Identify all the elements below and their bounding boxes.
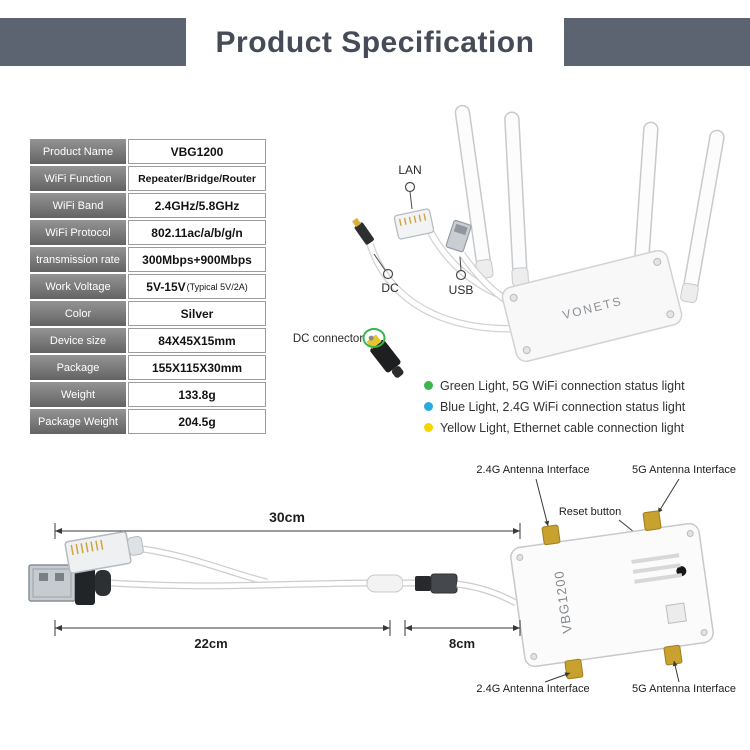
yellow-dot-icon: [424, 423, 433, 432]
usb-pointer-line: [459, 256, 462, 271]
spec-label: WiFi Protocol: [30, 220, 126, 245]
total-dim-value: 30cm: [269, 509, 305, 525]
lan-label: LAN: [398, 163, 421, 177]
spec-value: 133.8g: [128, 382, 266, 407]
spec-value: 300Mbps+900Mbps: [128, 247, 266, 272]
sma-connector-icon: [642, 510, 662, 531]
spec-label: transmission rate: [30, 247, 126, 272]
sma-connector-icon: [541, 524, 561, 546]
rj45-connector-icon: [393, 208, 435, 240]
spec-value: Repeater/Bridge/Router: [128, 166, 266, 191]
lan-pointer-ring: [404, 181, 416, 193]
sma-connector-icon: [663, 644, 683, 666]
device-power-cable: [456, 580, 518, 607]
dc-connector-highlight-ring: [362, 328, 386, 348]
dc-jack-icon: [430, 573, 458, 594]
legend-text: Green Light, 5G WiFi connection status l…: [440, 378, 685, 393]
spec-label: Product Name: [30, 139, 126, 164]
device-body: VBG1200: [510, 510, 714, 680]
status-light-legend: Green Light, 5G WiFi connection status l…: [424, 375, 685, 438]
spec-value: Silver: [128, 301, 266, 326]
spec-value: VBG1200: [128, 139, 266, 164]
green-dot-icon: [424, 381, 433, 390]
antenna-icon: [680, 129, 725, 304]
top-5g-pointer-line: [657, 478, 680, 514]
spec-label: Weight: [30, 382, 126, 407]
usb-label: USB: [449, 283, 474, 297]
dc-plug-icon: [352, 217, 374, 245]
bottom-24g-pointer-line: [544, 672, 571, 683]
header-bar-left: [0, 18, 186, 66]
top-24g-pointer-line: [535, 478, 550, 527]
legend-item: Yellow Light, Ethernet cable connection …: [424, 417, 685, 438]
page-title: Product Specification: [215, 26, 535, 59]
spec-label: Work Voltage: [30, 274, 126, 299]
legend-text: Blue Light, 2.4G WiFi connection status …: [440, 399, 686, 414]
antenna-icon: [454, 104, 494, 279]
dc-plug-icon: [415, 576, 431, 591]
spec-value: 84X45X15mm: [128, 328, 266, 353]
rj45-connector-icon: [64, 531, 144, 574]
usb-plug-icon: [445, 219, 472, 253]
top-24g-antenna-interface-label: 2.4G Antenna Interface: [476, 464, 589, 476]
spec-label: Package: [30, 355, 126, 380]
adapter-dim-value: 8cm: [449, 636, 475, 651]
spec-value: 802.11ac/a/b/g/n: [128, 220, 266, 245]
spec-value-main: 5V-15V: [146, 279, 186, 294]
spec-label: Color: [30, 301, 126, 326]
spec-value: 2.4GHz/5.8GHz: [128, 193, 266, 218]
dc-pointer-ring: [382, 268, 394, 280]
product-photo: VONETS LAN USB DC DC connector: [293, 104, 725, 378]
dc-pointer-line: [373, 253, 386, 271]
legend-item: Blue Light, 2.4G WiFi connection status …: [424, 396, 685, 417]
spec-label: Package Weight: [30, 409, 126, 434]
spec-table: Product Name VBG1200 WiFi Function Repea…: [30, 139, 266, 434]
reset-button-label: Reset button: [559, 506, 621, 518]
blue-dot-icon: [424, 402, 433, 411]
lan-pointer-line: [409, 191, 413, 210]
dc-connector-label: DC connector: [293, 333, 363, 345]
top-5g-antenna-interface-label: 5G Antenna Interface: [632, 464, 736, 476]
spec-label: WiFi Band: [30, 193, 126, 218]
legend-text: Yellow Light, Ethernet cable connection …: [440, 420, 685, 435]
spec-label: Device size: [30, 328, 126, 353]
dc-connector-icon: [366, 334, 404, 378]
router-body: VONETS: [501, 249, 683, 363]
antenna-icon: [504, 111, 529, 287]
cable-joint: [366, 574, 404, 593]
usb-power-cable: [110, 579, 370, 590]
legend-item: Green Light, 5G WiFi connection status l…: [424, 375, 685, 396]
spec-value: 204.5g: [128, 409, 266, 434]
dimension-diagram: 2.4G Antenna Interface 5G Antenna Interf…: [28, 464, 736, 695]
header-bar-right: [564, 18, 750, 66]
dc-label: DC: [381, 281, 399, 295]
spec-value-suffix: (Typical 5V/2A): [186, 281, 248, 292]
bottom-5g-antenna-interface-label: 5G Antenna Interface: [632, 683, 736, 695]
spec-value: 5V-15V (Typical 5V/2A): [128, 274, 266, 299]
ethernet-cable: [142, 545, 268, 586]
bottom-5g-pointer-line: [672, 660, 680, 683]
label-qr-icon: [665, 602, 687, 624]
bottom-24g-antenna-interface-label: 2.4G Antenna Interface: [476, 683, 589, 695]
spec-value: 155X115X30mm: [128, 355, 266, 380]
spec-label: WiFi Function: [30, 166, 126, 191]
sma-connector-icon: [564, 658, 584, 680]
cable-dim-value: 22cm: [194, 636, 227, 651]
